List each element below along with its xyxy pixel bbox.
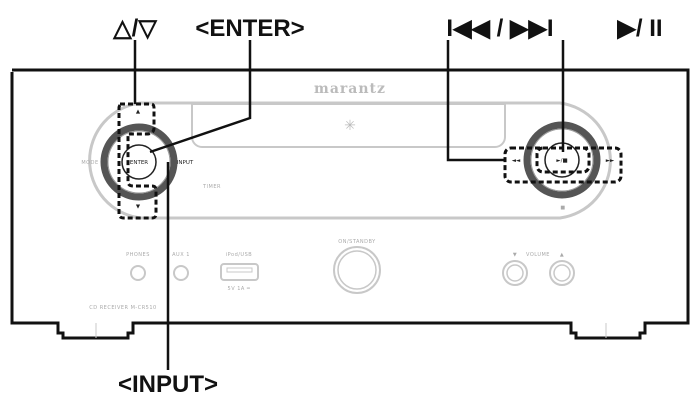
volume-down-icon: ▼ (513, 252, 517, 258)
input-button-label[interactable]: INPUT (177, 160, 194, 166)
volume-up-button[interactable] (549, 260, 575, 286)
left-dial-ring[interactable] (100, 123, 178, 201)
volume-up-icon: ▲ (560, 252, 564, 258)
volume-label: VOLUME (526, 252, 550, 258)
chassis-outline (10, 68, 690, 340)
play-pause-callout: ▶/ II (616, 15, 662, 42)
next-button[interactable]: ►► (606, 158, 615, 164)
down-arrow-icon[interactable]: ▼ (136, 204, 141, 210)
display-window (191, 103, 506, 148)
phones-jack[interactable] (130, 265, 146, 281)
stop-icon: ■ (560, 205, 565, 211)
display-star-icon: ✳ (344, 117, 356, 133)
input-callout: <INPUT> (118, 371, 218, 398)
power-button[interactable] (333, 246, 381, 294)
enter-callout: <ENTER> (195, 15, 304, 42)
control-panel-oval (88, 101, 612, 220)
volume-down-button[interactable] (502, 260, 528, 286)
cursor-highlight-box (117, 102, 158, 220)
enter-button-label: ENTER (130, 160, 148, 166)
aux-label: AUX 1 (172, 252, 190, 258)
up-arrow-icon[interactable]: ▲ (136, 109, 141, 115)
mode-label: MODE (81, 160, 98, 166)
skip-leader-line (446, 40, 505, 162)
power-label: ON/STANDBY (338, 239, 376, 245)
aux-jack[interactable] (173, 265, 189, 281)
model-label: CD RECEIVER M-CR510 (89, 305, 156, 311)
timer-label: TIMER (202, 184, 221, 190)
phones-label: PHONES (126, 252, 150, 258)
usb-port[interactable] (220, 263, 259, 281)
usb-rating-label: 5V 1A ═ (228, 286, 251, 292)
previous-button[interactable]: ◄◄ (512, 158, 521, 164)
usb-label: iPod/USB (226, 252, 252, 258)
cursor-callout: △/▽ (112, 15, 158, 42)
enter-button[interactable] (121, 144, 157, 180)
play-stop-label: ►/■ (556, 158, 567, 164)
brand-logo: marantz (314, 81, 386, 97)
enter-leader-line (149, 40, 252, 154)
skip-callout: I◀◀ / ▶▶I (446, 15, 553, 42)
